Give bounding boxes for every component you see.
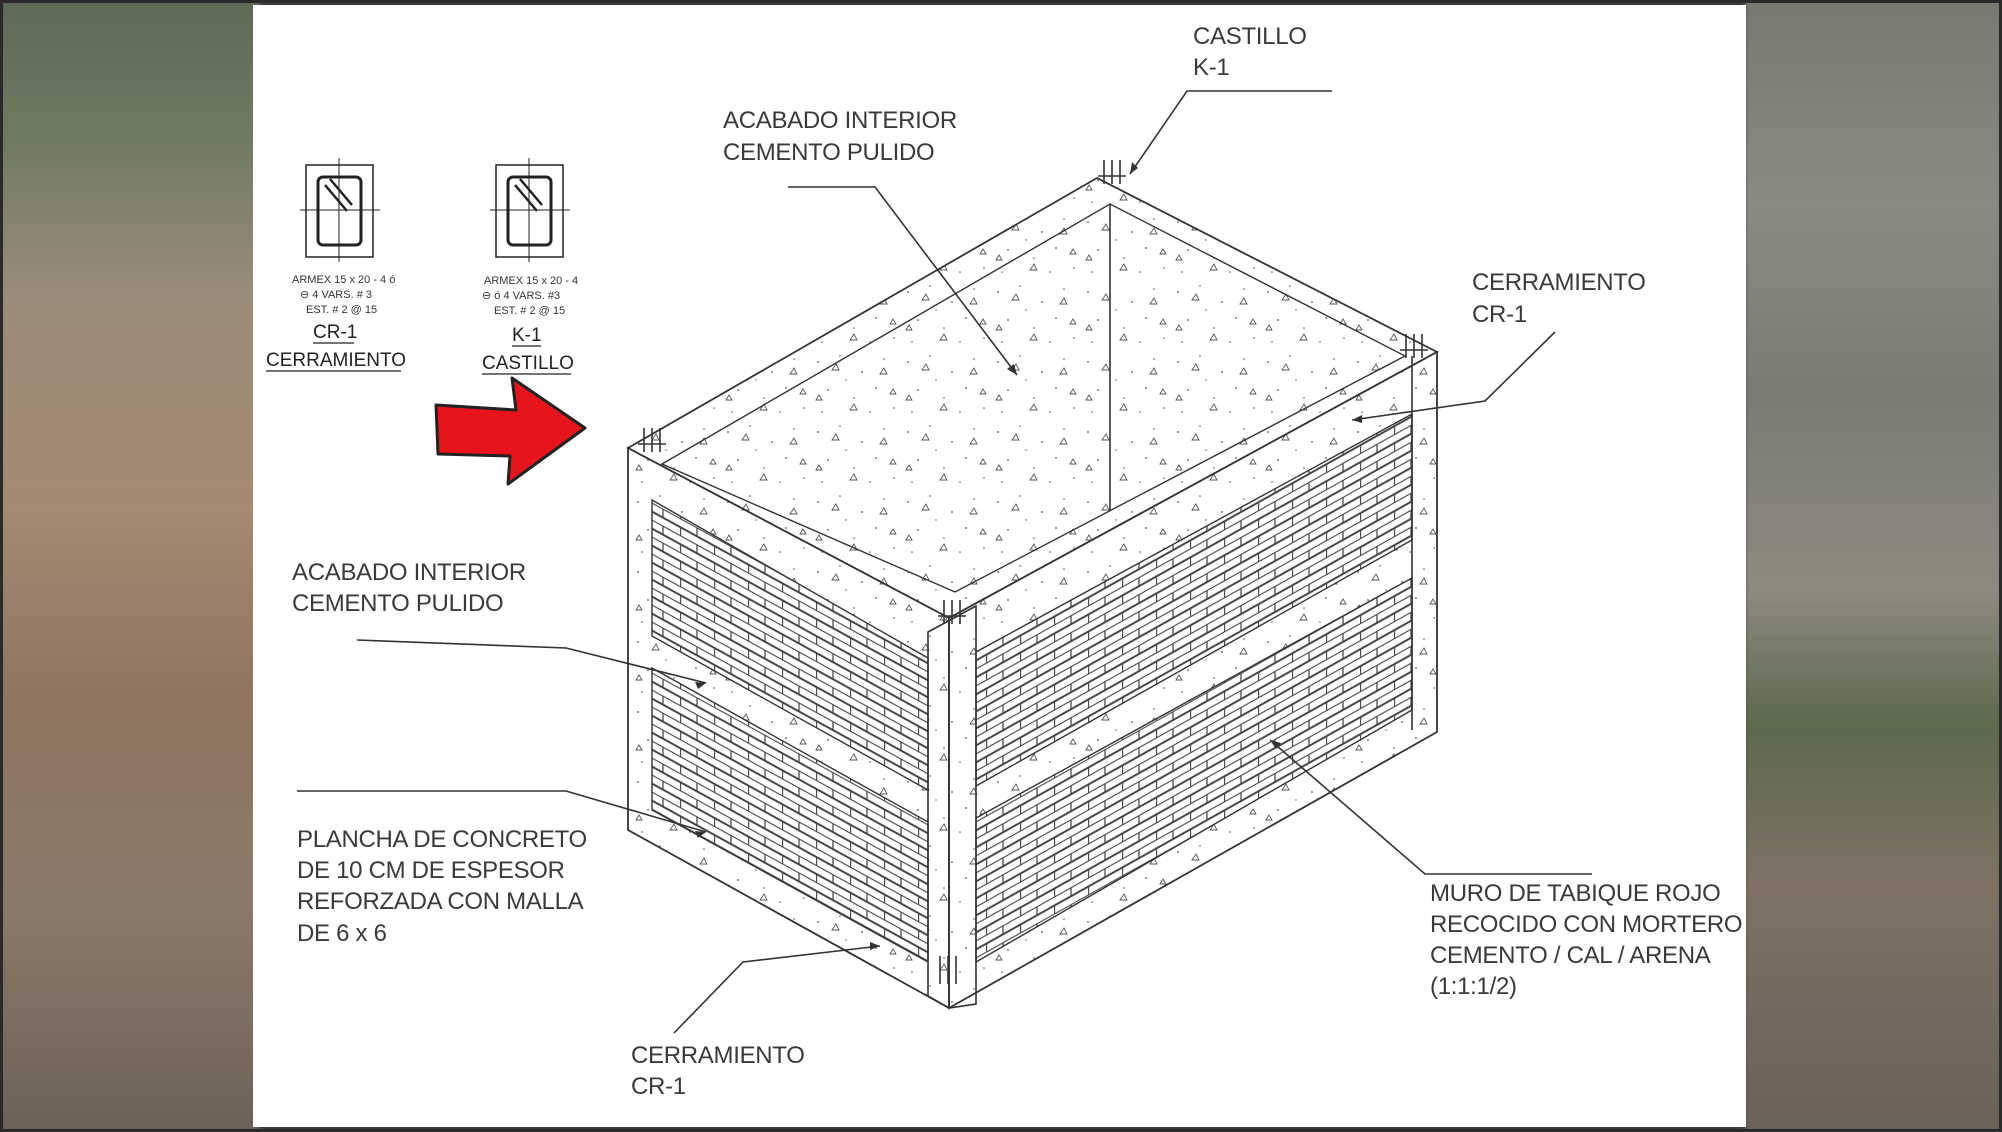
label-muro-2: RECOCIDO CON MORTERO xyxy=(1430,911,1742,938)
cr1-spec-2: ⊖ 4 VARS. # 3 xyxy=(300,289,372,301)
label-castillo-top-2: K-1 xyxy=(1193,54,1229,81)
label-muro-3: CEMENTO / CAL / ARENA xyxy=(1430,942,1711,969)
blurred-background-right xyxy=(1745,0,2002,1132)
label-muro-4: (1:1:1/2) xyxy=(1430,973,1517,1000)
k1-name: CASTILLO xyxy=(482,353,574,374)
label-acabado-top-1: ACABADO INTERIOR xyxy=(723,107,957,134)
castillo-front xyxy=(927,604,977,1009)
label-acabado-left-2: CEMENTO PULIDO xyxy=(292,590,503,617)
label-muro-1: MURO DE TABIQUE ROJO xyxy=(1430,880,1720,907)
k1-id: K-1 xyxy=(512,325,542,346)
label-cerramiento-bottom-2: CR-1 xyxy=(631,1073,686,1100)
rebar-ticks xyxy=(638,160,1428,984)
top-slab-inner xyxy=(660,203,1407,593)
cr1-spec-3: EST. # 2 @ 15 xyxy=(306,304,377,316)
isometric-box xyxy=(626,160,1439,1010)
leader-lines xyxy=(297,90,1592,1034)
label-plancha-3: REFORZADA CON MALLA xyxy=(297,888,584,915)
label-plancha-4: DE 6 x 6 xyxy=(297,920,387,947)
label-acabado-left-1: ACABADO INTERIOR xyxy=(292,559,526,586)
label-cerramiento-right-2: CR-1 xyxy=(1472,301,1527,328)
k1-spec-1: ARMEX 15 x 20 - 4 xyxy=(484,275,578,287)
label-plancha-2: DE 10 CM DE ESPESOR xyxy=(297,857,565,884)
label-cerramiento-right-1: CERRAMIENTO xyxy=(1472,269,1646,296)
cr1-id: CR-1 xyxy=(313,322,357,343)
label-castillo-top-1: CASTILLO xyxy=(1193,23,1307,50)
red-arrow-icon xyxy=(434,376,587,486)
label-acabado-top-2: CEMENTO PULIDO xyxy=(723,139,934,166)
cr1-spec-1: ARMEX 15 x 20 - 4 ó xyxy=(292,274,395,286)
section-k1 xyxy=(490,158,570,262)
label-plancha-1: PLANCHA DE CONCRETO xyxy=(297,826,587,853)
cr1-name: CERRAMIENTO xyxy=(266,350,406,371)
k1-spec-3: EST. # 2 @ 15 xyxy=(494,305,565,317)
label-cerramiento-bottom-1: CERRAMIENTO xyxy=(631,1042,805,1069)
blurred-background-left xyxy=(0,0,260,1132)
k1-spec-2: ⊖ ó 4 VARS. #3 xyxy=(482,290,560,302)
section-cr1 xyxy=(300,158,380,262)
